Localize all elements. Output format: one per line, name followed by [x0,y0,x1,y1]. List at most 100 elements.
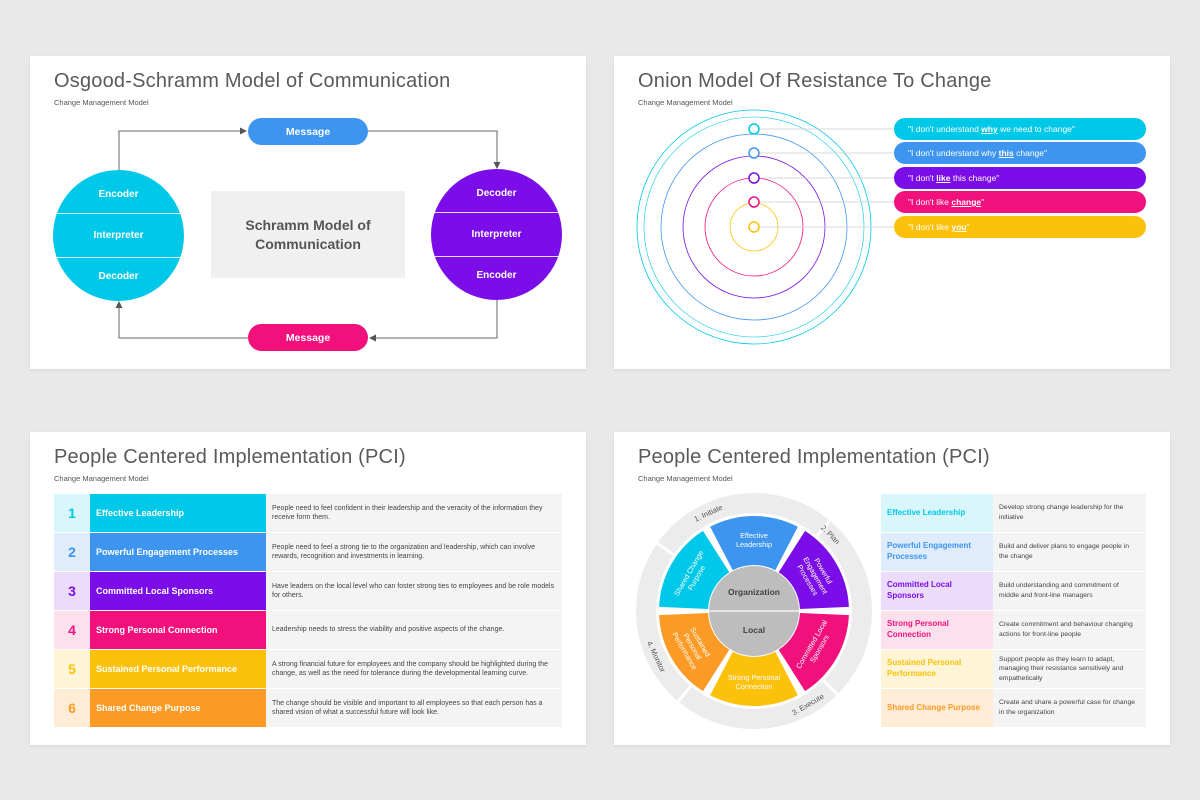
pci-row-description: People need to feel a strong tie to the … [266,533,562,571]
pci-row-number: 3 [54,572,90,610]
quote-keyword: this [998,148,1014,158]
slide-title: People Centered Implementation (PCI) [638,446,990,468]
arrow-bottom-to-left [115,301,248,339]
slide-schramm-model: Osgood-Schramm Model of Communication Ch… [30,56,586,369]
wheel-center-top: Organization [728,587,780,597]
resistance-quote: "I don't like this change" [894,167,1146,189]
quote-text: "I don't understand [908,124,982,134]
slide-subtitle: Change Management Model [638,474,733,483]
divider [53,213,184,214]
pci-row-label: Powerful Engagement Processes [90,533,266,571]
arrow-left-to-top [118,127,247,170]
slide-subtitle: Change Management Model [638,98,733,107]
quote-keyword: you [951,222,967,232]
quote-text: "I don't understand why [908,148,999,158]
slide-title: Osgood-Schramm Model of Communication [54,70,451,92]
pci-row-description: Leadership needs to stress the viability… [266,611,562,649]
quote-text: this change" [950,173,1000,183]
quote-text: we need to change" [997,124,1075,134]
left-circle-middle: Interpreter [93,230,144,241]
right-circle-bottom: Encoder [476,270,517,281]
resistance-quote: "I don't like change" [894,191,1146,213]
left-circle-bottom: Decoder [98,271,139,282]
arrow-right-to-bottom [369,300,498,342]
divider [431,212,562,213]
wheel-segment [659,613,730,692]
pci-row-label: Committed Local Sponsors [90,572,266,610]
summary-row-description: Create commitment and behaviour changing… [993,611,1146,649]
onion-diagram [636,109,896,345]
summary-row-description: Develop strong change leadership for the… [993,494,1146,532]
phase-divider [677,685,693,703]
center-box: Schramm Model of Communication [211,191,405,278]
quote-text: "I don't like [908,222,952,232]
pci-row-label: Sustained Personal Performance [90,650,266,688]
pci-row-number: 2 [54,533,90,571]
summary-row-description: Build understanding and commitment of mi… [993,572,1146,610]
resistance-quote: "I don't like you" [894,216,1146,238]
summary-row-label: Committed Local Sponsors [881,572,993,610]
divider [431,256,562,257]
flow-arrows [115,127,501,342]
pci-row-description: A strong financial future for employees … [266,650,562,688]
right-circle-top: Decoder [476,188,517,199]
quote-keyword: change [951,197,982,207]
summary-row-description: Support people as they learn to adapt, m… [993,650,1146,688]
summary-row-label: Effective Leadership [881,494,993,532]
summary-row-label: Shared Change Purpose [881,689,993,727]
quote-keyword: like [936,173,951,183]
slide-title: Onion Model Of Resistance To Change [638,70,992,92]
pci-row-description: Have leaders on the local level who can … [266,572,562,610]
left-circle: Encoder Interpreter Decoder [53,170,184,301]
pci-row-label: Effective Leadership [90,494,266,532]
summary-row-label: Powerful Engagement Processes [881,533,993,571]
quote-text: "I don't like [908,197,952,207]
quote-text: " [981,197,985,207]
pci-row-description: People need to feel confident in their l… [266,494,562,532]
phase-divider [815,519,831,537]
slide-pci-table: People Centered Implementation (PCI) Cha… [30,432,586,745]
phase-divider [656,542,675,557]
resistance-quote: "I don't understand why this change" [894,142,1146,164]
wheel-segment [778,613,849,692]
top-message-pill: Message [248,118,368,145]
pci-row-number: 5 [54,650,90,688]
quote-text: " [966,222,970,232]
summary-row-label: Strong Personal Connection [881,611,993,649]
quote-text: change" [1013,148,1048,158]
marker-dot-4 [748,196,760,208]
slide-pci-wheel: People Centered Implementation (PCI) Cha… [614,432,1170,745]
arrow-top-to-right [368,130,501,169]
right-circle-middle: Interpreter [471,229,522,240]
pci-row-label: Shared Change Purpose [90,689,266,727]
pci-row-label: Strong Personal Connection [90,611,266,649]
wheel-segment [659,530,730,609]
summary-row-description: Build and deliver plans to engage people… [993,533,1146,571]
bottom-message-pill: Message [248,324,368,351]
wheel-segment [778,530,849,609]
marker-dot-5 [748,221,760,233]
divider [53,257,184,258]
slide-title: People Centered Implementation (PCI) [54,446,406,468]
pci-row-number: 4 [54,611,90,649]
right-circle: Decoder Interpreter Encoder [431,169,562,300]
slide-subtitle: Change Management Model [54,474,149,483]
quote-text: "I don't [908,173,937,183]
pci-row-number: 6 [54,689,90,727]
marker-dot-1 [748,123,760,135]
quote-keyword: why [981,124,998,134]
wheel-center-bottom: Local [743,625,765,635]
